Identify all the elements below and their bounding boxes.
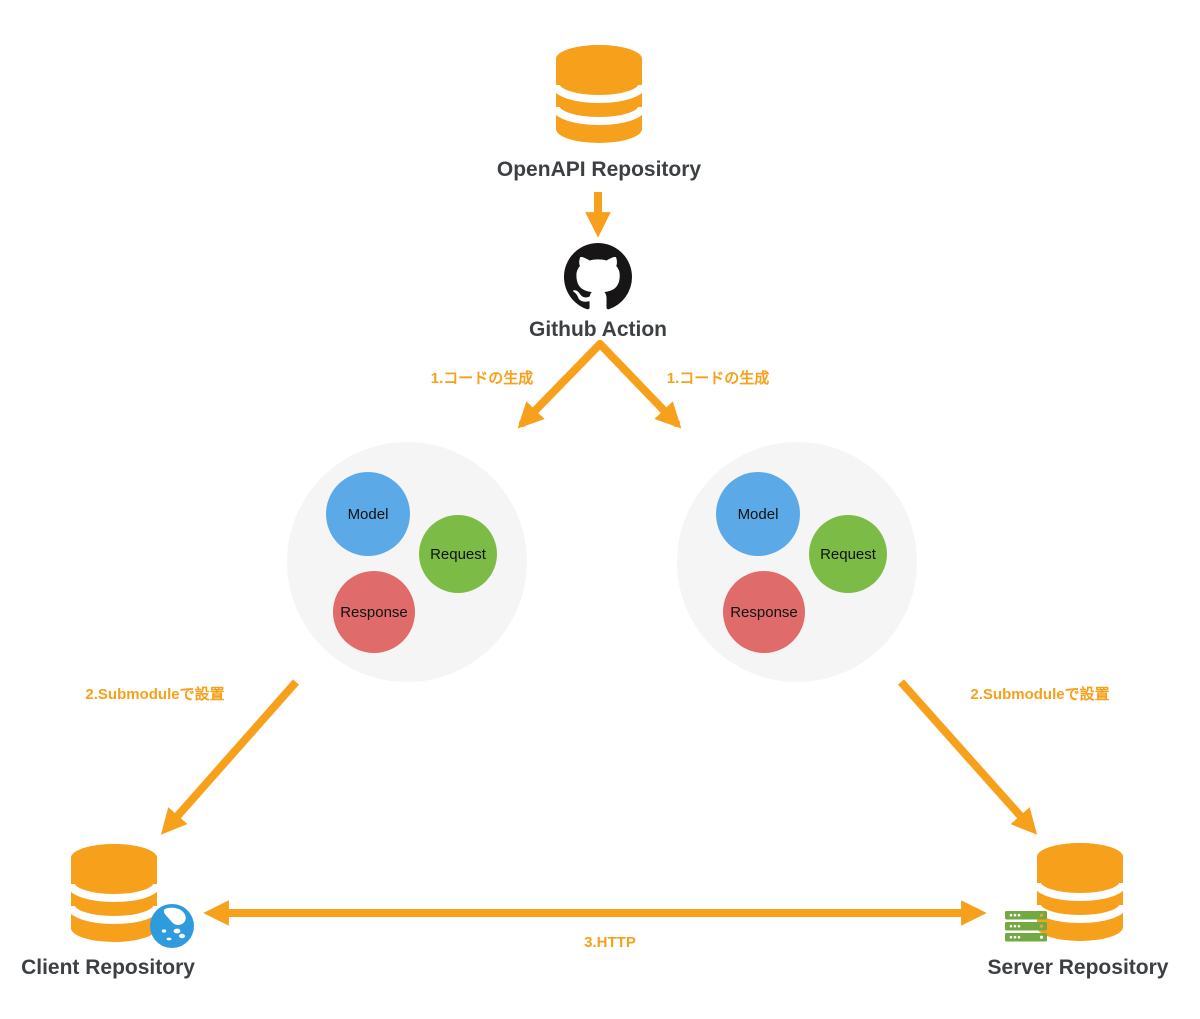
github-action-label: Github Action — [528, 318, 668, 341]
server-icon — [1005, 911, 1047, 942]
generated-code-cluster-left: Model Request Response — [287, 442, 527, 682]
openapi-repository-label: OpenAPI Repository — [496, 158, 702, 181]
generated-code-cluster-right: Model Request Response — [677, 442, 917, 682]
package-model: Model — [326, 472, 410, 556]
package-model: Model — [716, 472, 800, 556]
arrow-github-to-right-cluster — [596, 340, 682, 429]
edge-label-submodule-left: 2.Submoduleで設置 — [85, 686, 225, 703]
package-request: Request — [809, 515, 887, 593]
package-response: Response — [723, 571, 805, 653]
database-icon — [1037, 843, 1123, 941]
edge-label-codegen-left: 1.コードの生成 — [430, 370, 534, 387]
package-request: Request — [419, 515, 497, 593]
edge-label-submodule-right: 2.Submoduleで設置 — [970, 686, 1110, 703]
arrow-right-cluster-to-server — [898, 679, 1038, 835]
arrow-github-to-left-cluster — [517, 340, 604, 429]
package-response: Response — [333, 571, 415, 653]
github-icon — [564, 243, 632, 310]
edge-label-codegen-right: 1.コードの生成 — [666, 370, 770, 387]
server-repository-label: Server Repository — [987, 956, 1169, 979]
database-icon — [556, 45, 642, 143]
database-icon — [71, 844, 157, 942]
edge-label-http: 3.HTTP — [584, 934, 636, 951]
arrow-left-cluster-to-client — [160, 679, 299, 835]
globe-icon — [150, 904, 194, 948]
client-repository-label: Client Repository — [21, 956, 195, 979]
